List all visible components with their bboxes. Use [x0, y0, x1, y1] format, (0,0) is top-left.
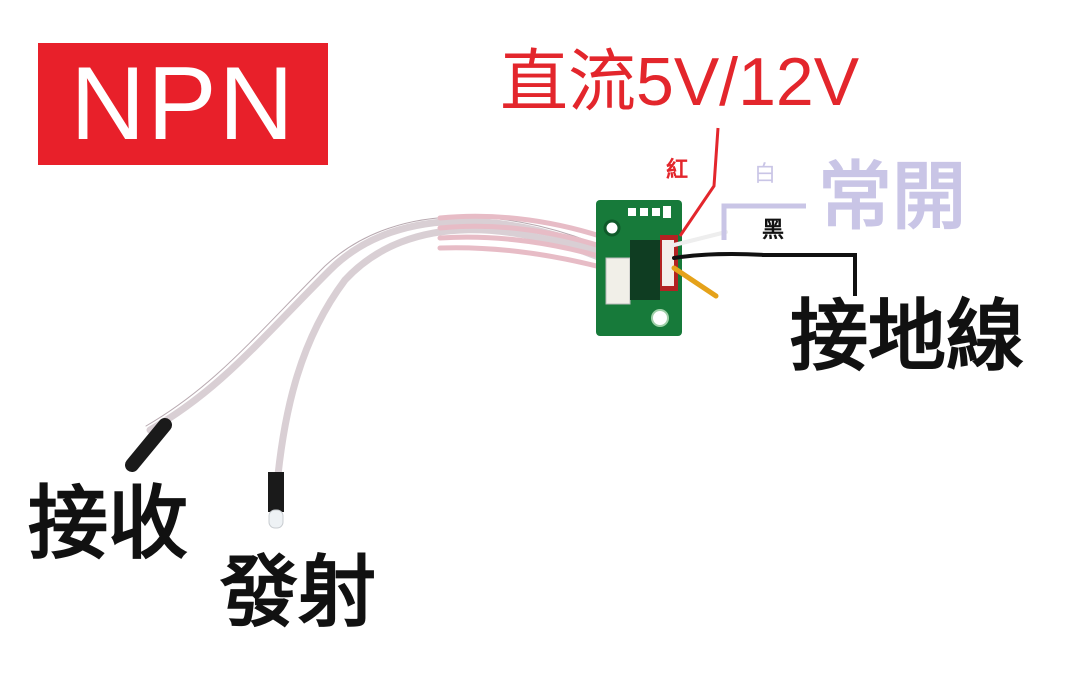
red-wire-label: 紅: [666, 158, 689, 183]
white-wire-pointer: [721, 203, 806, 240]
ribbon-cable: [145, 213, 615, 479]
npn-badge-text: NPN: [70, 45, 296, 162]
ground-wire-label: 接地線: [790, 292, 1025, 382]
output-wires: [671, 230, 767, 299]
emitter-probe: [268, 472, 284, 529]
receiver-label: 接收: [28, 477, 188, 570]
white-wire-label: 白: [754, 162, 777, 187]
emitter-label: 發射: [220, 548, 377, 638]
power-label: 直流5V/12V: [500, 44, 860, 120]
black-wire-label: 黑: [762, 218, 785, 243]
red-wire-pointer: [678, 127, 720, 237]
black-wire-pointer: [762, 253, 857, 296]
pcb-board: [596, 200, 682, 336]
normally-open-label: 常開: [818, 154, 966, 240]
npn-badge: NPN: [38, 43, 328, 165]
receiver-probe: [125, 418, 172, 472]
